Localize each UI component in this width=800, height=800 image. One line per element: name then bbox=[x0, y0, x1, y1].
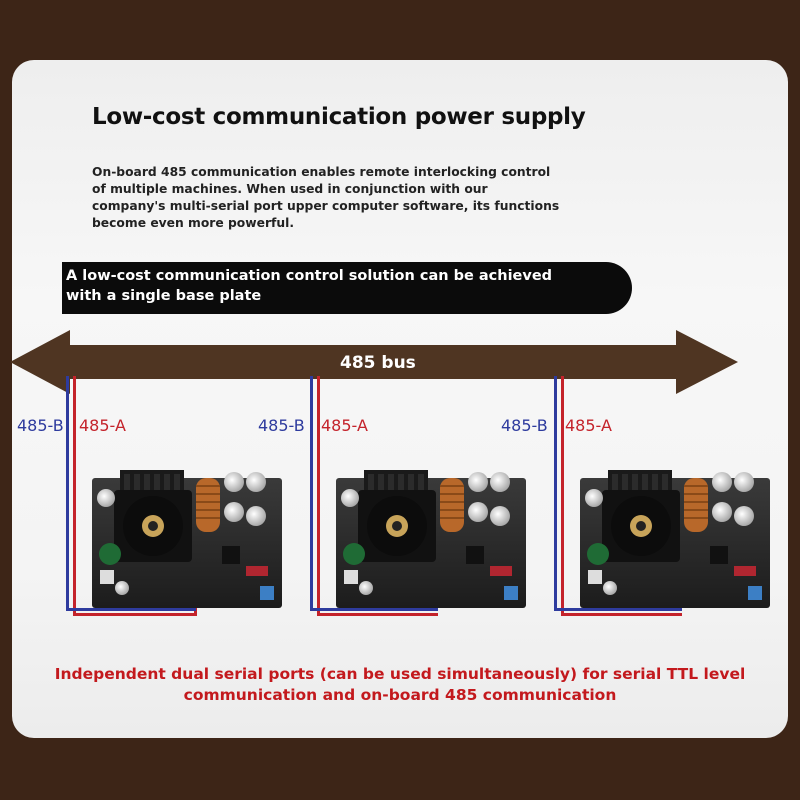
content-panel bbox=[12, 60, 788, 738]
label-485-a-1: 485-A bbox=[79, 416, 126, 435]
description-line: become even more powerful. bbox=[92, 216, 294, 230]
highlight-line: A low-cost communication control solutio… bbox=[66, 268, 553, 284]
module-board-3 bbox=[580, 470, 770, 608]
module-board-1 bbox=[92, 470, 282, 608]
bus-label: 485 bus bbox=[340, 353, 416, 373]
description-line: of multiple machines. When used in conju… bbox=[92, 182, 488, 196]
highlight-banner bbox=[62, 262, 632, 314]
label-485-b-2: 485-B bbox=[258, 416, 305, 435]
description: On-board 485 communication enables remot… bbox=[92, 164, 592, 232]
page-title: Low-cost communication power supply bbox=[92, 104, 586, 130]
footer-caption: Independent dual serial ports (can be us… bbox=[40, 664, 760, 706]
label-485-b-3: 485-B bbox=[501, 416, 548, 435]
power-module-board bbox=[66, 376, 682, 616]
label-485-b-1: 485-B bbox=[17, 416, 64, 435]
module-board-2 bbox=[336, 470, 526, 608]
footer-line: Independent dual serial ports (can be us… bbox=[54, 665, 746, 683]
label-485-a-2: 485-A bbox=[321, 416, 368, 435]
highlight-line: with a single base plate bbox=[66, 288, 262, 304]
footer-line: communication and on-board 485 communica… bbox=[183, 686, 617, 704]
description-line: company's multi-serial port upper comput… bbox=[92, 199, 560, 213]
label-485-a-3: 485-A bbox=[565, 416, 612, 435]
highlight-text: A low-cost communication control solutio… bbox=[66, 266, 626, 306]
description-line: On-board 485 communication enables remot… bbox=[92, 165, 551, 179]
